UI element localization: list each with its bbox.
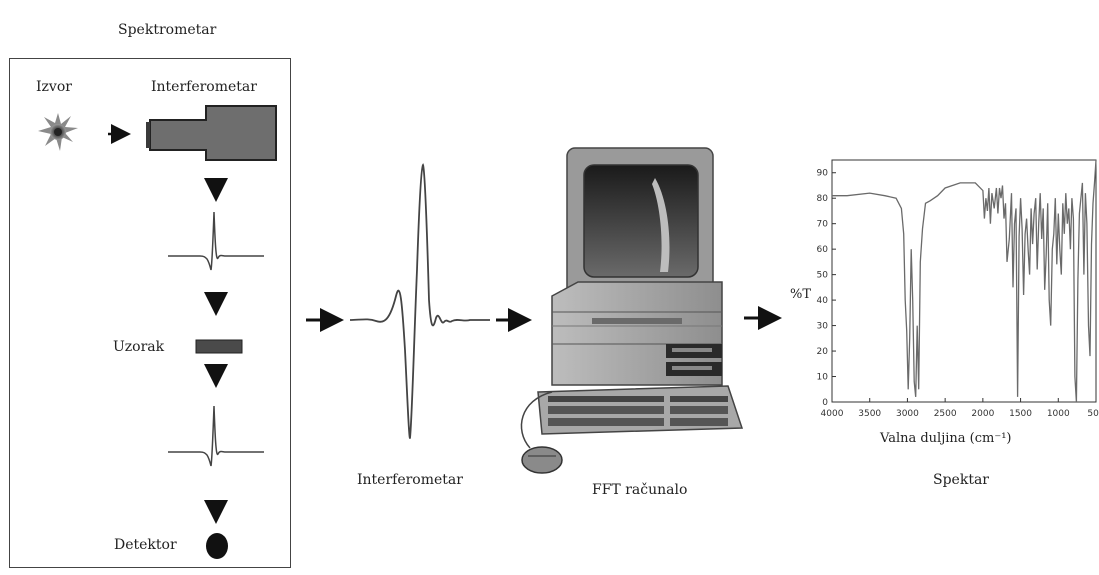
interferogram-label: Interferometar: [357, 472, 463, 488]
x-tick-label: 500: [1087, 409, 1099, 419]
y-tick-label: 50: [817, 271, 829, 281]
interferogram-small-1: [168, 211, 264, 271]
y-tick-label: 20: [817, 347, 829, 357]
source-label: Izvor: [36, 79, 72, 95]
x-tick-label: 3000: [896, 409, 919, 419]
y-tick-label: 30: [817, 322, 829, 332]
x-tick-label: 4000: [821, 409, 844, 419]
interferogram-small-2: [168, 405, 264, 467]
detector-icon: [206, 533, 228, 559]
x-tick-label: 2500: [934, 409, 957, 419]
y-tick-label: 40: [817, 296, 829, 306]
y-tick-label: 90: [817, 169, 829, 179]
computer-icon: [520, 147, 744, 474]
detector-label: Detektor: [114, 537, 177, 553]
y-tick-label: 70: [817, 220, 829, 230]
x-tick-label: 1500: [1009, 409, 1032, 419]
fft-computer-label: FFT računalo: [592, 482, 688, 498]
y-tick-label: 10: [817, 373, 829, 383]
y-tick-label: 80: [817, 194, 829, 204]
spectrometer-title: Spektrometar: [118, 22, 217, 38]
spectrometer-frame: [9, 58, 291, 568]
x-tick-label: 1000: [1047, 409, 1070, 419]
light-source-icon: [38, 113, 78, 151]
y-tick-label: 0: [822, 398, 828, 408]
chart-y-axis-label: %T: [790, 287, 811, 302]
sample-icon: [195, 339, 243, 354]
spectrum-chart: 0 10 20 30 40 50 60 70 80 90 4000 3500 3000 2500 2000…: [790, 159, 1099, 446]
sample-label: Uzorak: [113, 339, 165, 355]
x-tick-label: 2000: [971, 409, 994, 419]
spectrum-label: Spektar: [933, 472, 989, 488]
spectrum-series-line: [832, 159, 1097, 403]
interferometer-block-icon: [146, 105, 277, 161]
y-tick-label: 60: [817, 245, 829, 255]
interferometer-label: Interferometar: [151, 79, 257, 95]
interferogram-large: [349, 163, 490, 439]
x-tick-label: 3500: [858, 409, 881, 419]
chart-x-axis-label: Valna duljina (cm⁻¹): [879, 431, 1011, 446]
chart-plot-area: [831, 159, 1097, 403]
